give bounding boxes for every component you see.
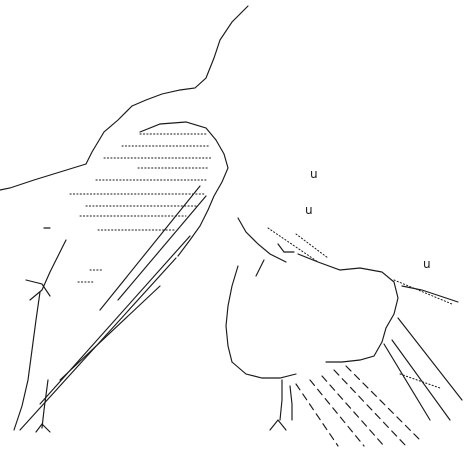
- sound-mark-2: u: [305, 203, 313, 217]
- left-figure-leg: [41, 379, 49, 429]
- right-figure-texture: [267, 227, 453, 389]
- left-figure-shading: [69, 133, 213, 283]
- right-figure-belly: [231, 361, 297, 379]
- right-figure-head: [237, 217, 287, 263]
- right-figure-leg-2: [289, 385, 293, 421]
- right-figure-foot: [269, 419, 287, 431]
- right-figure-back: [297, 253, 399, 363]
- right-figure-motion-lines: [295, 365, 421, 447]
- left-figure-back-line: [131, 5, 249, 107]
- sound-mark-3: u: [423, 257, 431, 271]
- right-figure-chest: [225, 265, 239, 363]
- left-figure-arm: [29, 239, 67, 301]
- sound-mark-1: u: [310, 167, 318, 181]
- right-figure-arm: [255, 259, 265, 277]
- left-figure-foot: [35, 423, 51, 433]
- right-figure-tail: [401, 285, 459, 303]
- left-figure-neck-front: [0, 163, 87, 191]
- right-figure-streak-2: [391, 339, 451, 421]
- left-figure-streak-5: [59, 285, 161, 381]
- left-figure-streak-1: [99, 185, 201, 311]
- right-figure-leg-1: [279, 379, 283, 421]
- left-figure-head-top: [85, 105, 133, 165]
- left-figure-face: [177, 139, 229, 257]
- right-figure-streak-1: [397, 317, 463, 401]
- left-figure-streak-2: [117, 195, 207, 301]
- left-figure-crest: [139, 121, 217, 141]
- right-figure-mouth: [277, 243, 295, 253]
- right-figure-streak-3: [383, 343, 431, 421]
- left-figure-hand: [25, 279, 51, 297]
- left-figure-body-left: [13, 291, 41, 431]
